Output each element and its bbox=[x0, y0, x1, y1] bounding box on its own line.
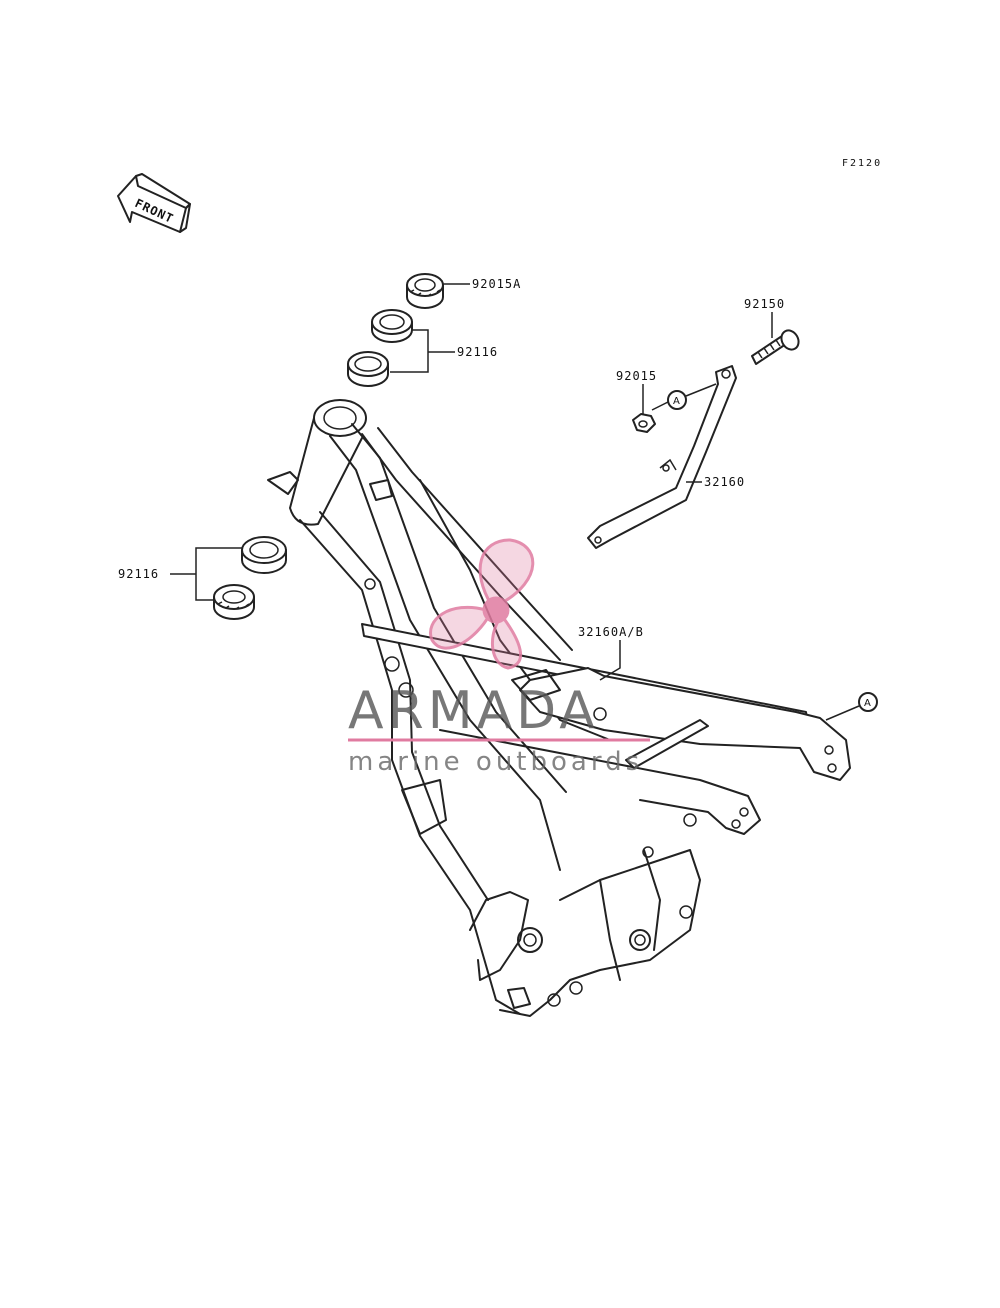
watermark-brand: ARMADA bbox=[348, 681, 599, 741]
leader-32160AB bbox=[599, 640, 621, 681]
watermark: ARMADA marine outboards bbox=[348, 538, 650, 777]
small-nut bbox=[632, 413, 656, 433]
watermark-tagline: marine outboards bbox=[348, 747, 643, 777]
motorcycle-frame bbox=[267, 399, 851, 1017]
lower-bearing-races bbox=[213, 536, 287, 620]
svg-text:A: A bbox=[673, 396, 680, 407]
part-label-92150: 92150 bbox=[744, 297, 785, 311]
part-label-92015A: 92015A bbox=[472, 277, 521, 291]
front-arrow-icon: FRONT bbox=[117, 173, 191, 233]
svg-text:A: A bbox=[864, 698, 871, 709]
ref-marker-a-upper: A bbox=[667, 390, 687, 410]
part-label-92116-lower: 92116 bbox=[118, 567, 159, 581]
propeller-logo-icon bbox=[429, 538, 535, 670]
part-label-32160: 32160 bbox=[704, 475, 745, 489]
leader-92116-upper bbox=[390, 329, 429, 373]
steering-stem-nut bbox=[406, 273, 444, 309]
part-label-92116-upper: 92116 bbox=[457, 345, 498, 359]
part-label-92015: 92015 bbox=[616, 369, 657, 383]
part-label-32160AB: 32160A/B bbox=[578, 625, 644, 639]
ref-marker-a-lower: A bbox=[858, 692, 878, 712]
upper-bearing-races bbox=[347, 309, 413, 387]
frame-bracket-32160 bbox=[587, 365, 737, 549]
diagram-code: F2120 bbox=[842, 158, 882, 169]
mounting-bolt bbox=[751, 329, 800, 365]
